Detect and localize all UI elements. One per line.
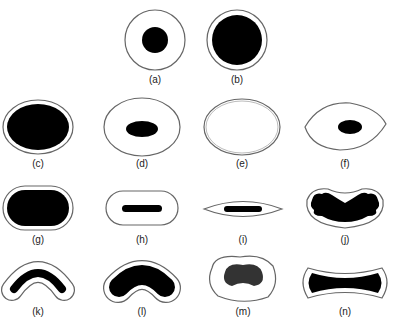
panel-label: (m) [236, 306, 251, 318]
panel-label: (i) [239, 234, 248, 246]
panel-label: (e) [236, 158, 248, 170]
panel-label: (l) [138, 306, 147, 318]
cell-outline [307, 189, 383, 228]
cell-outline [210, 256, 276, 301]
panel-label: (f) [340, 158, 349, 170]
panel-label: (j) [341, 234, 350, 246]
cell-body [118, 275, 166, 288]
nucleus [119, 275, 165, 287]
nucleus [224, 264, 263, 286]
nucleus [14, 273, 62, 289]
cell-outline [104, 98, 180, 156]
panel-label: (a) [149, 74, 161, 86]
cell-body [12, 272, 64, 290]
nucleus [7, 190, 69, 226]
nucleus [338, 120, 362, 134]
nucleus [142, 27, 168, 53]
panel-label: (k) [32, 306, 44, 318]
cell-shape [118, 275, 166, 288]
cell-outline [305, 103, 386, 150]
nucleus [311, 193, 379, 222]
cell-outline [3, 186, 73, 230]
panel-label: (n) [339, 306, 351, 318]
nucleus [7, 104, 69, 150]
panel-label: (g) [32, 234, 44, 246]
cell-outline [125, 10, 185, 70]
cell-outline [12, 272, 64, 290]
nucleus [212, 15, 262, 65]
cell-outline [204, 99, 280, 155]
nucleus [309, 273, 382, 293]
cell-outline [303, 268, 387, 298]
nucleus [224, 206, 262, 212]
cell-outline [204, 202, 282, 217]
cell-outline [3, 100, 73, 154]
cell-outline [106, 191, 178, 225]
panel-label: (d) [136, 158, 148, 170]
cell-shape [12, 272, 64, 290]
panel-label: (h) [136, 234, 148, 246]
panel-label: (b) [231, 74, 243, 86]
nucleus [122, 205, 162, 212]
cell-outline [206, 101, 278, 153]
cell-outline [207, 10, 267, 70]
cell-outline [118, 275, 166, 288]
panel-label: (c) [32, 158, 44, 170]
nucleus [126, 121, 158, 137]
